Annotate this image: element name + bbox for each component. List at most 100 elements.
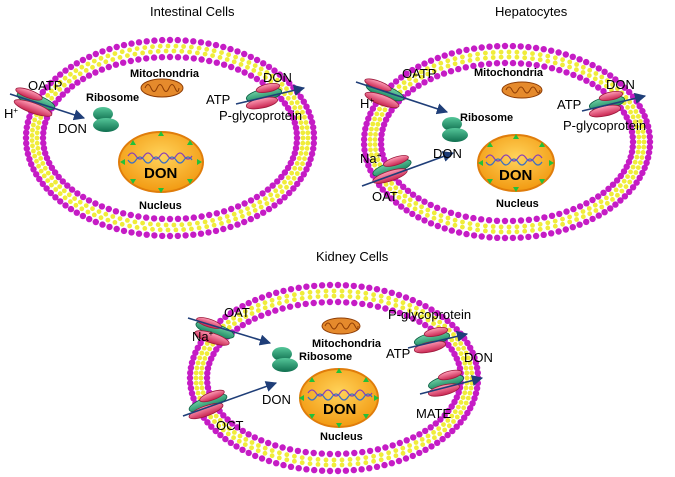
membrane-lipid xyxy=(198,213,205,220)
membrane-lipid xyxy=(331,293,337,299)
membrane-lipid xyxy=(431,68,437,74)
membrane-lipid xyxy=(299,125,305,131)
membrane-lipid xyxy=(419,314,425,319)
membrane-lipid xyxy=(326,281,334,289)
membrane-lipid xyxy=(24,118,32,126)
membrane-lipid xyxy=(514,54,520,60)
membrane-lipid xyxy=(434,439,441,446)
membrane-lipid xyxy=(53,91,58,97)
membrane-lipid xyxy=(381,461,388,469)
membrane-lipid xyxy=(465,395,471,401)
membrane-lipid xyxy=(623,114,630,121)
membrane-lipid xyxy=(120,41,128,49)
membrane-lipid xyxy=(202,356,208,361)
membrane-lipid xyxy=(86,53,93,61)
membrane-lipid xyxy=(431,210,437,216)
membrane-lipid xyxy=(612,76,619,83)
membrane-lipid xyxy=(334,298,342,306)
kidney-pgp-arrow xyxy=(407,330,469,349)
membrane-lipid xyxy=(372,116,377,122)
membrane-lipid xyxy=(396,439,403,447)
membrane-lipid xyxy=(243,437,249,442)
membrane-lipid xyxy=(456,346,461,352)
membrane-lipid xyxy=(68,186,76,193)
membrane-lipid xyxy=(294,447,302,455)
membrane-lipid xyxy=(135,56,142,63)
membrane-lipid xyxy=(92,69,99,76)
membrane-lipid xyxy=(148,221,153,227)
membrane-lipid xyxy=(355,461,361,467)
membrane-lipid xyxy=(350,466,357,474)
membrane-lipid xyxy=(427,424,434,431)
membrane-lipid xyxy=(210,350,217,358)
membrane-lipid xyxy=(318,282,326,289)
membrane-lipid xyxy=(240,213,245,219)
membrane-lipid xyxy=(158,215,166,222)
membrane-lipid xyxy=(197,39,205,46)
membrane-lipid xyxy=(182,37,189,44)
membrane-lipid xyxy=(643,118,650,125)
membrane-lipid xyxy=(190,38,197,45)
membrane-lipid xyxy=(202,219,208,225)
hepatocytes-nucleus-don: DON xyxy=(499,167,532,184)
membrane-lipid xyxy=(432,315,437,321)
membrane-lipid xyxy=(326,450,334,458)
membrane-lipid xyxy=(374,152,379,158)
membrane-lipid xyxy=(287,159,294,167)
membrane-lipid xyxy=(483,55,488,61)
membrane-lipid xyxy=(586,73,592,78)
membrane-lipid xyxy=(560,216,565,222)
membrane-lipid xyxy=(315,457,321,462)
membrane-lipid xyxy=(323,462,329,468)
membrane-lipid xyxy=(35,125,41,131)
membrane-lipid xyxy=(409,191,417,198)
membrane-lipid xyxy=(199,365,205,371)
membrane-lipid xyxy=(372,142,378,147)
membrane-lipid xyxy=(310,124,317,131)
membrane-lipid xyxy=(460,54,465,60)
membrane-lipid xyxy=(212,41,220,49)
membrane-lipid xyxy=(39,134,47,142)
membrane-lipid xyxy=(636,134,642,140)
membrane-lipid xyxy=(53,187,59,192)
membrane-lipid xyxy=(231,435,237,441)
membrane-lipid xyxy=(580,70,586,75)
membrane-lipid xyxy=(213,210,220,217)
membrane-lipid xyxy=(373,463,381,470)
membrane-lipid xyxy=(331,288,337,294)
membrane-lipid xyxy=(45,93,51,98)
membrane-lipid xyxy=(307,456,313,462)
membrane-lipid xyxy=(234,66,242,73)
membrane-lipid xyxy=(142,226,148,231)
membrane-lipid xyxy=(627,99,633,105)
membrane-lipid xyxy=(421,217,428,224)
membrane-lipid xyxy=(269,453,275,459)
membrane-lipid xyxy=(192,349,199,356)
membrane-lipid xyxy=(190,214,197,221)
membrane-lipid xyxy=(621,84,629,91)
membrane-lipid xyxy=(239,427,246,435)
ribosome-icon xyxy=(442,117,468,142)
membrane-lipid xyxy=(47,189,54,197)
intestinal-mitochondria-label: Mitochondria xyxy=(130,68,200,80)
membrane-lipid xyxy=(280,287,287,295)
membrane-lipid xyxy=(467,53,473,58)
membrane-lipid xyxy=(604,78,610,84)
membrane-lipid xyxy=(396,84,402,89)
membrane-lipid xyxy=(299,145,305,151)
membrane-lipid xyxy=(580,64,586,70)
membrane-lipid xyxy=(204,224,210,230)
membrane-lipid xyxy=(226,325,232,330)
membrane-lipid xyxy=(452,217,458,223)
membrane-lipid xyxy=(562,226,569,233)
membrane-lipid xyxy=(434,222,441,230)
membrane-lipid xyxy=(36,151,42,156)
membrane-lipid xyxy=(570,205,577,213)
membrane-lipid xyxy=(291,150,298,157)
membrane-lipid xyxy=(291,119,298,127)
membrane-lipid xyxy=(295,465,302,472)
membrane-lipid xyxy=(629,143,636,151)
membrane-lipid xyxy=(361,130,368,138)
membrane-lipid xyxy=(438,218,444,224)
membrane-lipid xyxy=(552,55,558,61)
